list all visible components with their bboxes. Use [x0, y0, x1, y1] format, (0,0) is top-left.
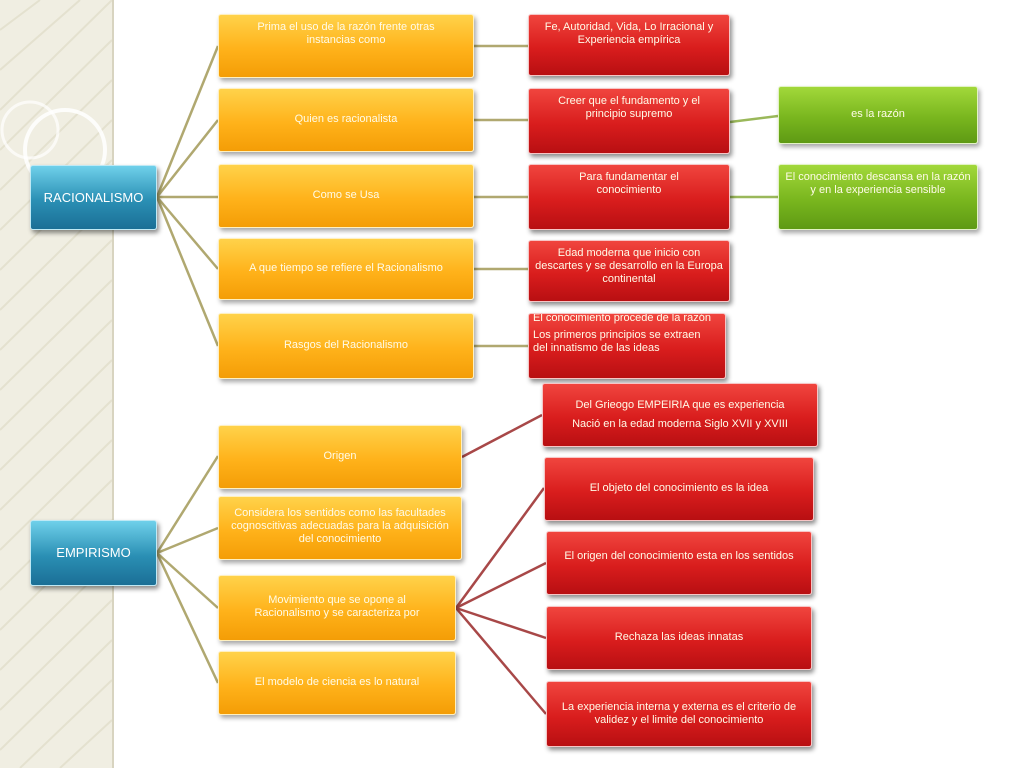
detail-objeto-idea: El objeto del conocimiento es la idea [544, 457, 814, 521]
detail-fundamentar: Para fundamentar el conocimiento [528, 164, 730, 230]
detail-experiencia-criterio: La experiencia interna y externa es el c… [546, 681, 812, 747]
branch-label: Como se Usa [312, 189, 380, 202]
racionalismo-root: RACIONALISMO [30, 165, 157, 230]
connector-line [155, 455, 220, 554]
connector-line [156, 196, 219, 270]
connector-line [455, 606, 547, 640]
racionalismo-branch-prima: Prima el uso de la razón frente otras in… [218, 14, 474, 78]
empirismo-branch-sentidos: Considera los sentidos como las facultad… [218, 496, 462, 560]
connector-line [155, 196, 220, 347]
detail-text: El conocimiento procede de la razón [533, 313, 711, 324]
racionalismo-branch-rasgos: Rasgos del Racionalismo [218, 313, 474, 379]
detail-text: El conocimiento descansa en la razón y e… [785, 171, 971, 197]
connector-line [156, 119, 219, 198]
branch-label: Rasgos del Racionalismo [283, 339, 409, 352]
connector-line [155, 45, 220, 198]
empirismo-label: EMPIRISMO [56, 545, 131, 561]
detail-edad-moderna: Edad moderna que inicio con descartes y … [528, 240, 730, 302]
detail-conocimiento-descansa: El conocimiento descansa en la razón y e… [778, 164, 978, 230]
branch-label: Considera los sentidos como las facultad… [231, 507, 449, 546]
detail-text: es la razón [851, 108, 905, 121]
detail-fe-autoridad: Fe, Autoridad, Vida, Lo Irracional y Exp… [528, 14, 730, 76]
racionalismo-branch-tiempo: A que tiempo se refiere el Racionalismo [218, 238, 474, 300]
branch-label: A que tiempo se refiere el Racionalismo [249, 262, 443, 275]
branch-label: Quien es racionalista [294, 113, 398, 126]
detail-text: La experiencia interna y externa es el c… [561, 700, 797, 726]
connector-line [156, 526, 219, 555]
empirismo-root: EMPIRISMO [30, 520, 157, 586]
racionalismo-branch-quien: Quien es racionalista [218, 88, 474, 152]
detail-text: Rechaza las ideas innatas [614, 631, 744, 644]
detail-origen-sentidos: El origen del conocimiento esta en los s… [546, 531, 812, 595]
branch-label: Prima el uso de la razón frente otras in… [257, 21, 435, 47]
detail-text: Para fundamentar el conocimiento [579, 171, 679, 197]
detail-es-la-razon: es la razón [778, 86, 978, 144]
detail-creer-fundamento: Creer que el fundamento y el principio s… [528, 88, 730, 154]
detail-text: Fe, Autoridad, Vida, Lo Irracional y Exp… [544, 21, 714, 47]
connector-line [729, 114, 779, 124]
connector-line [156, 552, 219, 609]
detail-text: El origen del conocimiento esta en los s… [564, 550, 794, 562]
detail-rasgos-list: El conocimiento procede de la razón Los … [528, 313, 726, 379]
detail-text: Del Grieogo EMPEIRIA que es experiencia [575, 398, 785, 411]
detail-text: El objeto del conocimiento es la idea [589, 482, 769, 495]
empirismo-branch-origen: Origen [218, 425, 462, 489]
empirismo-branch-movimiento: Movimiento que se opone al Racionalismo … [218, 575, 456, 641]
branch-label: El modelo de ciencia es lo natural [254, 676, 420, 689]
connector-line [454, 487, 546, 609]
detail-text: Edad moderna que inicio con descartes y … [535, 247, 723, 286]
connector-line [155, 552, 220, 684]
branch-label: Origen [323, 450, 357, 463]
detail-rechaza-innatas: Rechaza las ideas innatas [546, 606, 812, 670]
empirismo-branch-modelo: El modelo de ciencia es lo natural [218, 651, 456, 715]
branch-label: Movimiento que se opone al Racionalismo … [254, 594, 420, 620]
detail-origen-list: Del Grieogo EMPEIRIA que es experiencia … [542, 383, 818, 447]
detail-text: Los primeros principios se extraen del i… [533, 329, 701, 355]
racionalismo-label: RACIONALISMO [43, 189, 144, 205]
detail-text: Nació en la edad moderna Siglo XVII y XV… [572, 418, 788, 430]
detail-text: Creer que el fundamento y el principio s… [558, 95, 700, 121]
racionalismo-branch-como: Como se Usa [218, 164, 474, 228]
connector-line [455, 561, 547, 610]
connector-line [461, 413, 543, 459]
connector-line [455, 607, 547, 715]
